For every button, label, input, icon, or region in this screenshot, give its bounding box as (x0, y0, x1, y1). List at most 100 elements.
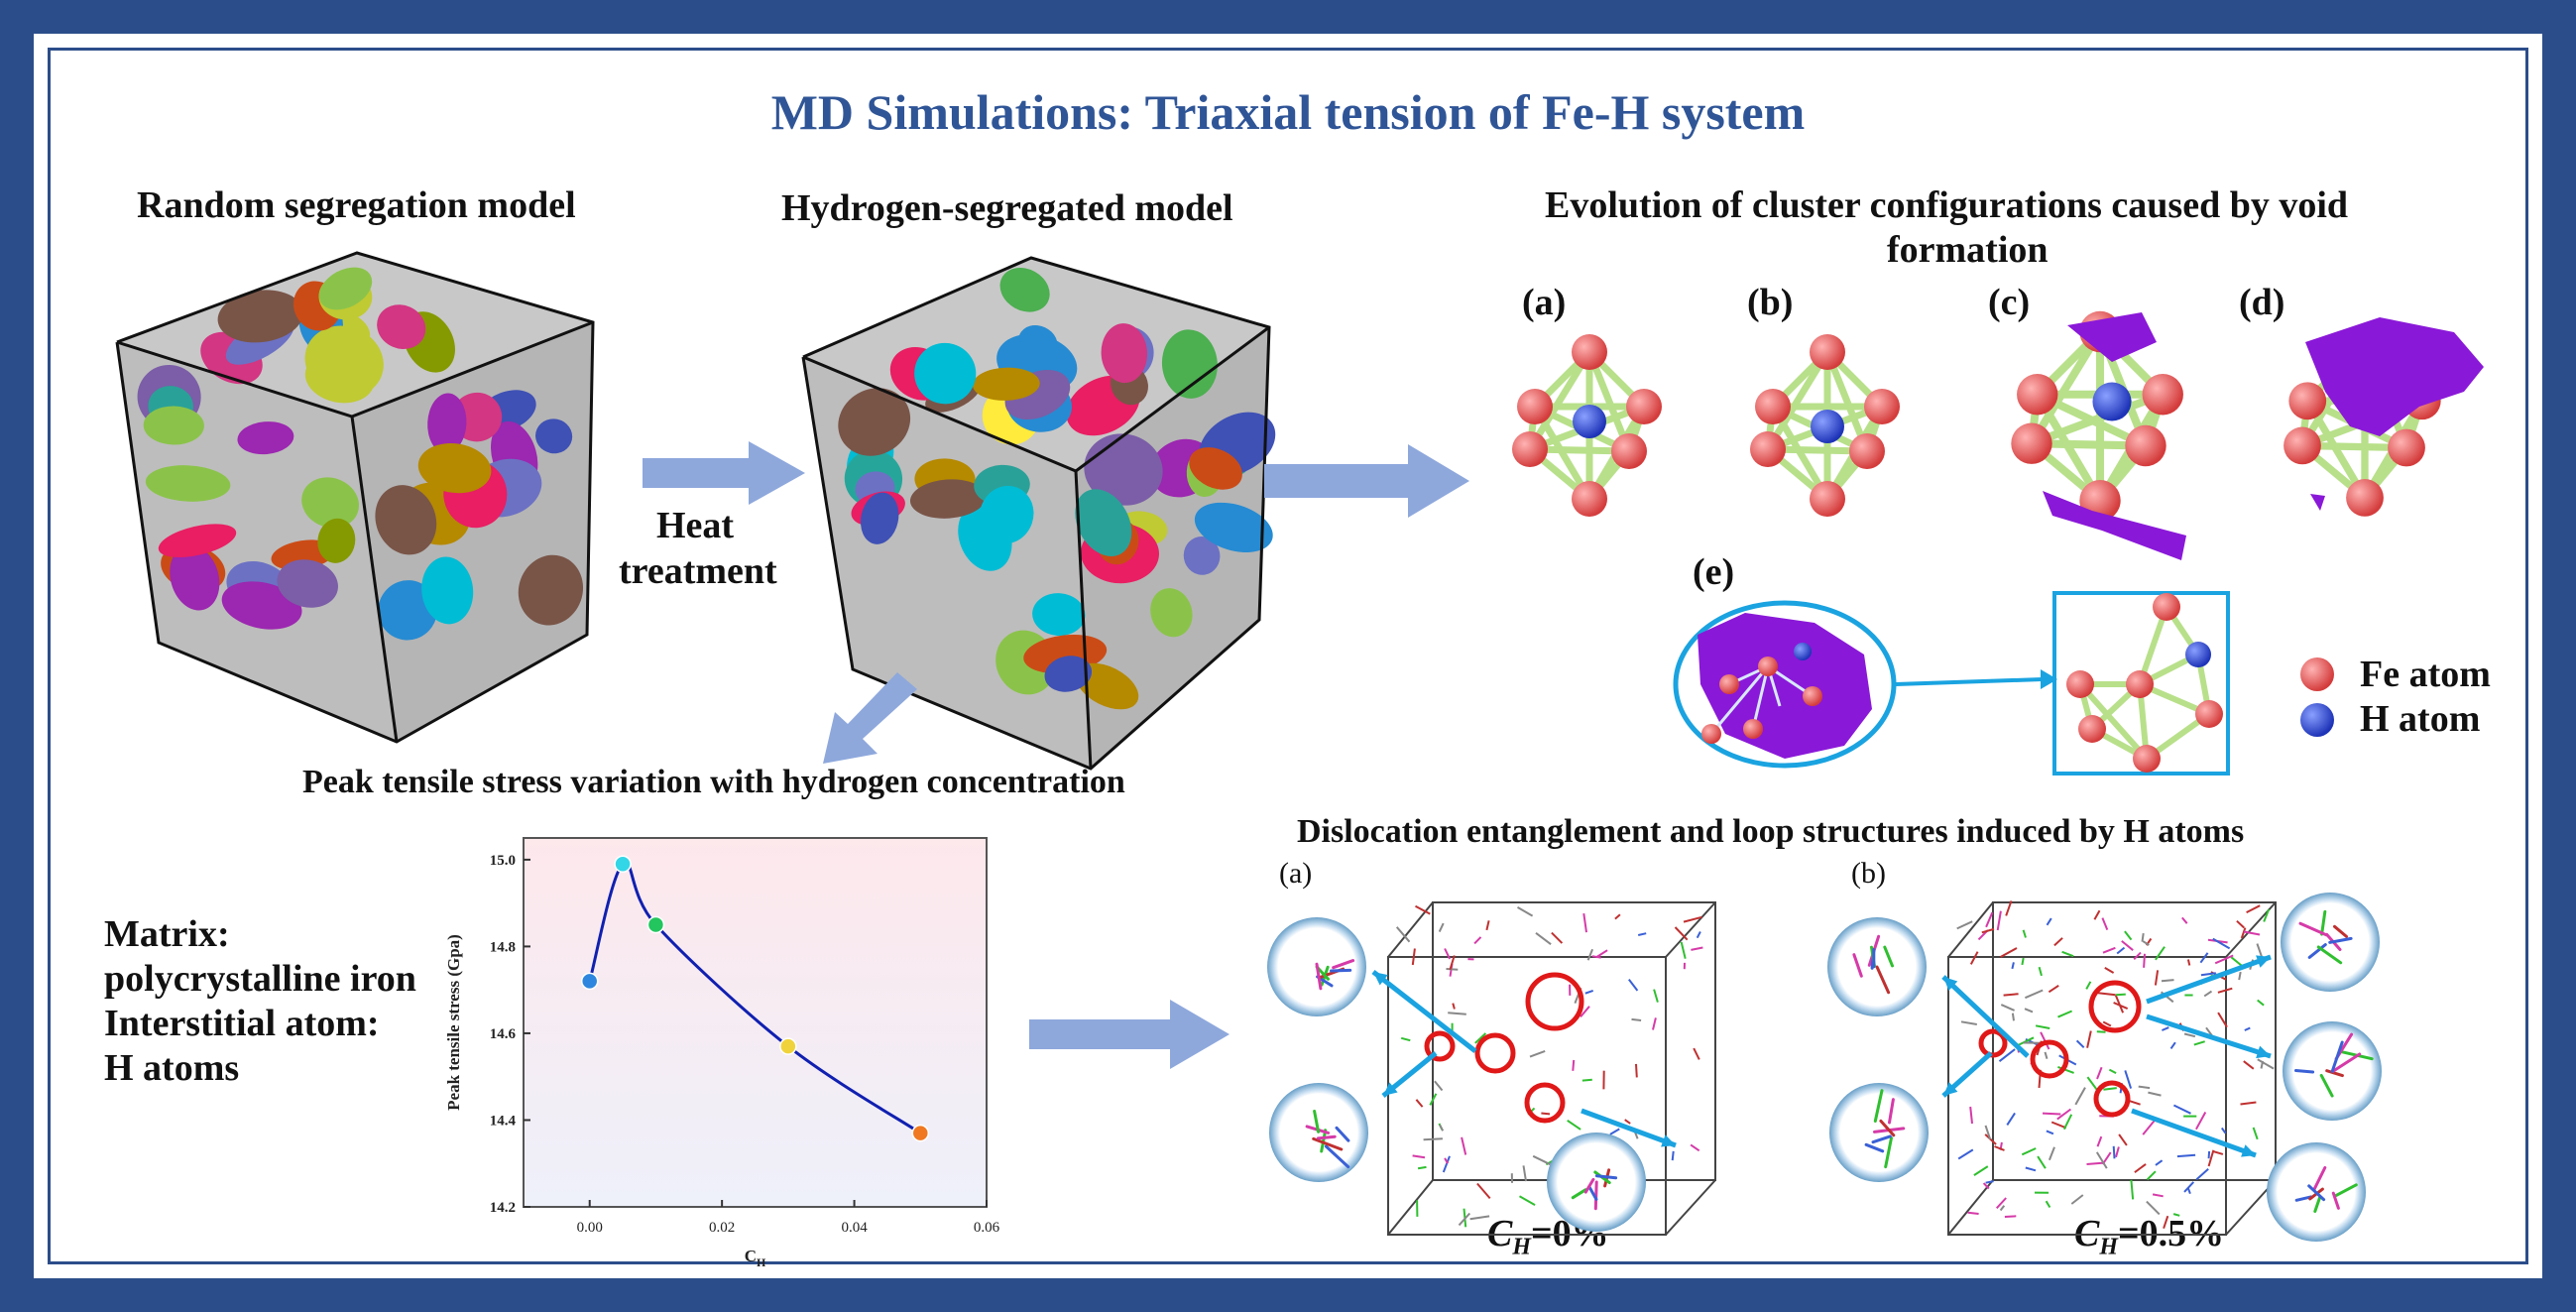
dislocation-segment (2155, 1159, 2164, 1166)
zoom-lens (1547, 1133, 1646, 1232)
dislocation-segment (1674, 926, 1689, 941)
dislocation-segment (1967, 1211, 1979, 1215)
box-edge (1665, 901, 1716, 958)
lens-segment (1884, 1136, 1893, 1169)
dislocation-segment (2042, 1112, 2061, 1116)
fe-atom (1719, 674, 1739, 694)
x-tick-label: 0.00 (577, 1220, 603, 1236)
fe-atom (1572, 334, 1607, 370)
matrix-line-1: Matrix: (104, 913, 230, 955)
dislocation-segment (1973, 1165, 1989, 1176)
dislocation-segment (2006, 1112, 2016, 1126)
dislocation-segment (2046, 917, 2052, 926)
y-tick-label: 14.4 (490, 1113, 517, 1129)
dislocation-segment (1996, 910, 2002, 931)
lens-segment (1316, 1134, 1337, 1140)
dislocation-segment (2038, 966, 2043, 977)
highlight-ring (2088, 980, 2142, 1033)
fe-atom (2017, 374, 2058, 416)
dislocation-segment (2243, 930, 2261, 936)
void-c-top (2067, 312, 2157, 362)
dislocation-segment (2183, 1181, 2195, 1193)
lens-segment (1583, 1177, 1595, 1194)
grain-patch (972, 367, 1040, 401)
grain-patch (1150, 588, 1193, 638)
dislocation-segment (1415, 904, 1431, 915)
dislocation-segment (2207, 1149, 2215, 1167)
lens-segment (1864, 1142, 1885, 1153)
dislocation-segment (1999, 1205, 2006, 1212)
dislocation-segment (1995, 1197, 2007, 1209)
dislocation-segment (2217, 987, 2233, 994)
dislocation-segment (2217, 1012, 2228, 1028)
dislocation-segment (2004, 1215, 2017, 1218)
dislocation-panel-a: (a) (1279, 857, 1313, 890)
lens-segment (2294, 1195, 2313, 1202)
dislocation-segment (1473, 936, 1482, 945)
matrix-line-3: Interstitial atom: (104, 1003, 380, 1044)
dislocation-segment (2169, 1041, 2176, 1049)
fe-atom (2346, 479, 2384, 517)
segregated-model-cube (801, 256, 1276, 771)
fe-atom (1755, 389, 1791, 424)
fe-atom (1750, 431, 1786, 467)
highlight-ring (1978, 1028, 2008, 1058)
box-edge (1387, 1179, 1434, 1236)
fe-atom (2283, 426, 2321, 465)
dislocation-segment (2005, 900, 2013, 916)
chart-point (779, 1037, 797, 1055)
lens-segment (1313, 1110, 1321, 1133)
lens-segment (1873, 1089, 1884, 1123)
dislocation-segment (1628, 978, 1639, 992)
box-edge (1387, 901, 1434, 958)
fe-atom (2288, 382, 2327, 420)
grain-patch (318, 267, 373, 310)
bond (1764, 348, 1831, 453)
dislocation-segment (2230, 956, 2244, 968)
dislocation-segment (2146, 1200, 2161, 1216)
dislocation-segment (2214, 954, 2234, 965)
dislocation-segment (2085, 981, 2092, 990)
dislocation-segment (2035, 1024, 2050, 1029)
dislocation-segment (2162, 1026, 2169, 1031)
dislocation-segment (1984, 1125, 1992, 1140)
dislocation-segment (1690, 1143, 1700, 1152)
grain-patch (377, 304, 426, 350)
arrow-to-chart (823, 672, 917, 764)
grain-patch (217, 290, 303, 343)
dislocation-segment (2203, 990, 2213, 998)
dislocation-segment (2037, 1155, 2047, 1169)
dislocation-segment (1444, 948, 1452, 960)
dislocation-segment (2016, 1036, 2035, 1047)
dislocation-segment (2163, 1215, 2169, 1230)
dislocation-segment (2108, 1068, 2117, 1074)
lens-segment (1852, 953, 1863, 978)
dislocation-b-box (1947, 900, 2277, 1236)
dislocation-segment (2062, 1114, 2073, 1131)
pointer-arrowhead (1383, 1082, 1398, 1096)
fe-atom (2078, 715, 2106, 743)
grain-patch (417, 443, 492, 494)
zoom-lens (1269, 1083, 1368, 1182)
lens-segment (2330, 1040, 2344, 1073)
dislocation-segment (2104, 967, 2115, 974)
dislocation-segment (2024, 1008, 2034, 1014)
y-tick-label: 15.0 (490, 853, 516, 869)
dislocation-segment (2133, 951, 2142, 961)
dislocation-segment (1693, 1047, 1700, 1060)
dislocation-segment (2075, 1039, 2085, 1049)
legend-h-sphere (2300, 703, 2334, 737)
zoom-lens (1827, 917, 1927, 1016)
dislocation-segment (2212, 937, 2231, 950)
dislocation-segment (2011, 1013, 2015, 1021)
dislocation-segment (2000, 947, 2018, 958)
lens-segment (2307, 1184, 2326, 1202)
x-axis-label: CH (745, 1247, 766, 1269)
dislocation-segment (1529, 1049, 1546, 1058)
dislocation-segment (1474, 1032, 1487, 1044)
dislocation-segment (1985, 911, 1994, 928)
dislocation-segment (1609, 1128, 1620, 1135)
dislocation-segment (2143, 953, 2146, 968)
highlight-ring (1524, 1082, 1566, 1124)
dislocation-segment (1652, 1017, 1657, 1030)
